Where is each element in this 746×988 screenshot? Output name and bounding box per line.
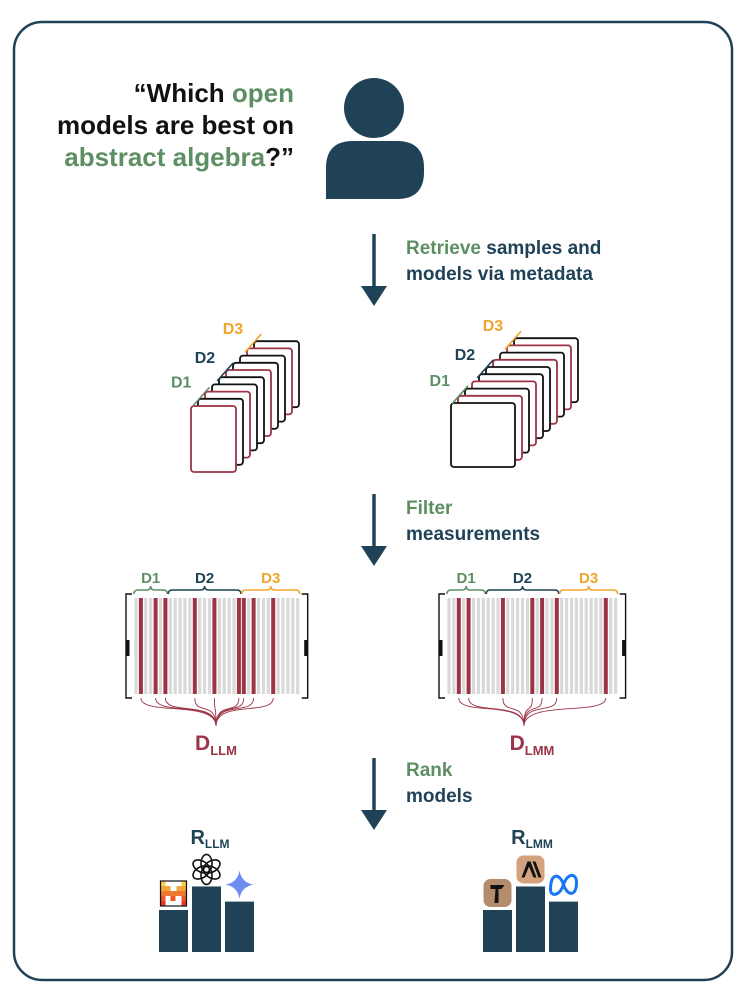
dataset-label-2: D2 — [455, 347, 476, 364]
selection-link — [215, 697, 255, 727]
ranking-label-lmm-main: R — [511, 827, 526, 849]
dataset-brace-1 — [133, 585, 169, 595]
dataset-brace-1 — [446, 585, 487, 595]
measurement-matrix-lmm: D1 D2 D3 — [438, 570, 627, 727]
measurement-matrix-llm: D1 D2 D3 — [125, 570, 309, 727]
question-text: “Which open models are best on abstract … — [57, 78, 294, 172]
step-1-line-1: Retrieve samples and — [406, 238, 601, 259]
matrix-bracket-left — [125, 593, 132, 699]
gemini-sparkle-icon — [225, 870, 254, 899]
matrix-bracket-right — [301, 593, 309, 699]
question-highlight-open: open — [232, 78, 294, 108]
ranking-bar — [516, 886, 545, 952]
ranking-bar — [192, 886, 221, 952]
ranking-bar — [483, 910, 512, 952]
dataset-brace-2 — [485, 585, 560, 595]
arrow-down-icon — [361, 234, 387, 306]
selection-link — [468, 697, 525, 727]
selection-link — [194, 697, 217, 727]
step-3-line-2: models — [406, 786, 473, 807]
selection-link — [523, 697, 607, 727]
step-2-line-1: Filter — [406, 498, 453, 519]
question-line-3: abstract algebra?” — [64, 142, 294, 172]
selection-link — [523, 697, 558, 727]
matrix-label-lmm-main: D — [510, 732, 525, 755]
dataset-label-3: D3 — [483, 318, 504, 335]
step-1-rest: samples and — [481, 238, 601, 259]
selection-link — [164, 697, 217, 727]
step-1-line-2: models via metadata — [406, 264, 593, 285]
dataset-separator — [451, 385, 469, 405]
dataset-separator — [476, 359, 494, 379]
ranking-podium-lmm — [483, 855, 579, 952]
dataset-label-1: D1 — [430, 373, 451, 390]
matrix-bracket-left — [438, 593, 445, 699]
dataset-label-3: D3 — [223, 321, 244, 338]
selection-link — [502, 697, 525, 727]
openai-icon — [192, 853, 221, 886]
question-highlight-topic: abstract algebra — [64, 142, 265, 172]
ranking-label-llm: RLLM — [190, 827, 229, 851]
matrix-dataset-label-3: D3 — [579, 570, 598, 587]
matrix-label-llm-sub: LLM — [210, 743, 237, 758]
step-arrows — [361, 234, 387, 830]
mistral-icon — [159, 880, 188, 907]
dataset-separator — [504, 330, 522, 350]
question-line-1-prefix: “Which — [134, 78, 232, 108]
matrix-dataset-label-2: D2 — [195, 570, 214, 587]
dataset-separator — [192, 386, 210, 406]
dataset-label-1: D1 — [171, 374, 192, 391]
matrix-bracket-right — [619, 593, 627, 699]
step-labels: Retrieve samples and models via metadata… — [406, 238, 601, 807]
dataset-label-2: D2 — [195, 350, 216, 367]
user-icon — [326, 78, 424, 199]
ranking-label-llm-main: R — [190, 827, 205, 849]
matrix-dataset-label-3: D3 — [261, 570, 280, 587]
matrix-dataset-label-2: D2 — [513, 570, 532, 587]
ranking-label-llm-sub: LLM — [205, 837, 230, 851]
step-1-highlight: Retrieve — [406, 238, 481, 259]
matrix-label-lmm-sub: LMM — [525, 743, 555, 758]
selection-link — [215, 697, 274, 727]
question-line-3-suffix: ?” — [265, 142, 294, 172]
matrix-label-lmm: DLMM — [510, 732, 555, 758]
ranking-label-lmm: RLMM — [511, 827, 553, 851]
matrix-dataset-label-1: D1 — [141, 570, 160, 587]
anthropic-icon — [516, 855, 545, 884]
sample-card — [190, 405, 237, 473]
ranking-bar — [225, 901, 254, 952]
step-2-line-2: measurements — [406, 524, 540, 545]
question-line-2: models are best on — [57, 110, 294, 140]
dataset-brace-3 — [558, 585, 619, 595]
arrow-down-icon — [361, 758, 387, 830]
ranking-podium-llm — [159, 853, 254, 952]
meta-icon — [548, 873, 579, 896]
matrix-dataset-label-1: D1 — [457, 570, 476, 587]
arrow-down-icon — [361, 494, 387, 566]
dataset-brace-2 — [167, 585, 242, 595]
dataset-separator — [216, 362, 234, 382]
ranking-bar — [549, 901, 578, 952]
ranking-label-lmm-sub: LMM — [526, 837, 553, 851]
dataset-brace-3 — [241, 585, 301, 595]
selection-link — [140, 697, 217, 727]
sample-card — [450, 402, 516, 468]
ranking-bar — [159, 910, 188, 952]
question-line-1: “Which open — [134, 78, 294, 108]
matrix-label-llm: DLLM — [195, 732, 237, 758]
matrix-label-llm-main: D — [195, 732, 210, 755]
step-3-line-1: Rank — [406, 760, 453, 781]
phi-figure-icon — [483, 879, 512, 907]
dataset-separator — [244, 333, 262, 353]
